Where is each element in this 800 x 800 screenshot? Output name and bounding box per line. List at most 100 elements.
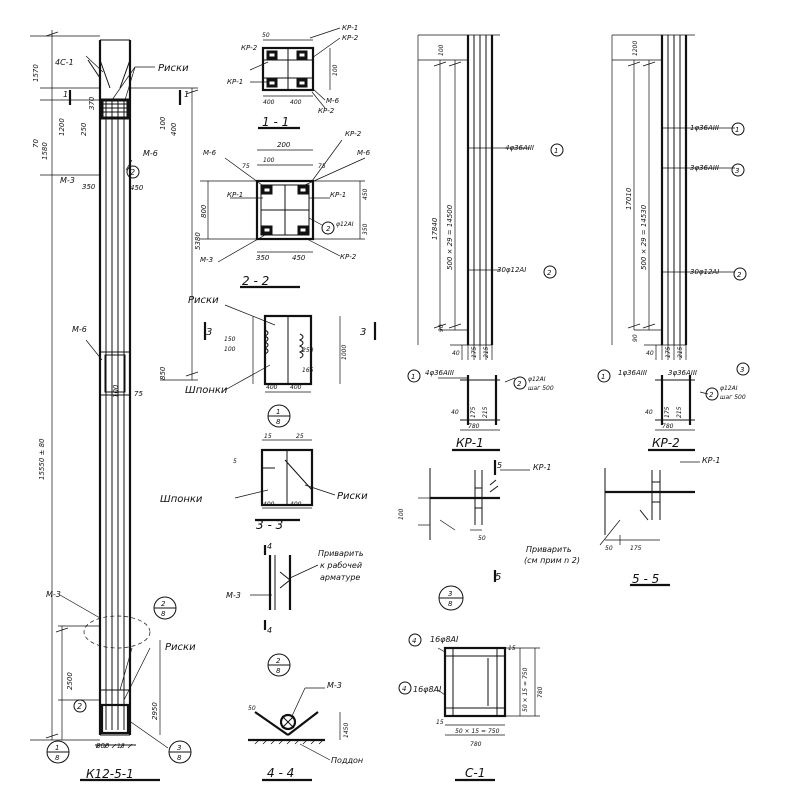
kr1-bar-1: 4φ36AIII [505,144,534,152]
s5-dim-50: 50 [478,535,486,542]
s5-dim-100: 100 [398,508,405,520]
kr2-sec-bar-1: 1φ36AIII [618,369,647,377]
s44-dim-50: 50 [248,705,256,712]
s44-poddon: Поддон [331,756,363,765]
section-3-3: Риски Шпонки 3 3 1000 150 100 250 165 40… [185,295,377,428]
kr1-title: КР-1 [456,436,484,450]
d3-dim-400b: 400 [290,501,302,508]
c1-mesh: 4 4 16φ8AI 16φ8AI 50 × 15 = 750 780 50 ×… [398,633,544,782]
d3-risks: Риски [337,491,368,502]
kr1-sec-dim-40: 40 [451,409,459,416]
dim-1200: 1200 [58,118,66,136]
c1-dim-pitch-v: 50 × 15 = 750 [522,667,529,712]
kr2-circ-2: 2 [737,271,742,279]
kr1-sec-circ-2: 2 [517,380,522,388]
s33-dim-165: 165 [302,367,314,374]
kr1-dim-90: 90 [438,324,445,332]
s22-dim-75b: 75 [318,163,326,170]
kr1-sec-circ-1: 1 [411,373,415,381]
s5-dim-50b: 50 [605,545,613,552]
c1-bar-4: 16φ8AI [430,635,459,644]
risks-bottom-label: Риски [165,642,196,653]
sec-1-left: 1 [63,90,68,99]
s11-dim-50: 50 [262,32,270,39]
kr2-sec-circ-3: 3 [740,366,744,374]
s11-m6: М-6 [326,97,340,105]
column-title: К12-5-1 [86,767,134,781]
d3-dim-15: 15 [264,433,272,440]
kr2-sec-circ-1: 1 [601,373,605,381]
s44-sec-4-bottom: 4 [267,626,272,635]
dim-350: 350 [82,183,96,191]
s5-weld-2: (см прим n 2) [524,556,580,565]
dim-800: 800 [96,742,110,750]
s22-m6-right: М-6 [357,149,371,157]
ref-2-8-num: 2 [161,600,166,608]
s33-title: 3 - 3 [256,518,283,532]
kr2-bar-3: 3φ36AIII [690,164,719,172]
sec-1-right: 1 [184,90,189,99]
s22-m6-left: М-6 [203,149,217,157]
dim-total: 15550 ± 80 [38,438,46,480]
kr2-circ-1: 1 [735,126,739,134]
d3-ref-num: 2 [276,657,281,665]
m6-top-label: М-6 [143,149,158,158]
kr2-dim-175: 175 [665,346,672,358]
kr1-circ-2: 2 [547,269,552,277]
kr1-bar-2: 30φ12AI [497,266,526,274]
c1-dim-pitch: 50 × 15 = 750 [455,728,500,735]
detail-3: Шпонки Риски 15 25 400 400 5 3 - 3 2 8 [160,433,368,677]
s22-title: 2 - 2 [242,274,269,288]
s33-dim-100: 100 [224,346,236,353]
kr2-sec-bar-2b: шаг 500 [720,394,746,401]
s22-dim-450v: 450 [362,188,369,200]
c1-title: С-1 [465,766,485,780]
c1-circ-4: 4 [412,637,416,645]
kr1-sec-dim-215: 215 [482,406,489,418]
kr2-dim-780: 780 [662,423,674,430]
s5-weld-1: Приварить [526,545,572,554]
s22-dim-800: 800 [200,204,208,218]
s22-dim-75a: 75 [242,163,250,170]
s44-weld-1: Приварить [318,549,364,558]
s5-dim-175: 175 [630,545,642,552]
s33-dim-150: 150 [224,336,236,343]
c1-dim-15b: 15 [436,719,444,726]
s33-dim-400: 400 [266,384,278,391]
kr1-dim-780: 780 [468,423,480,430]
dim-450: 450 [130,184,144,192]
s11-dim-400b: 400 [290,99,302,106]
d3-dim-5: 5 [233,458,237,465]
kr2-dim-pitch: 500 × 29 = 14530 [640,204,648,270]
s33-dim-400b: 400 [290,384,302,391]
kr1-dim-pitch: 500 × 29 = 14500 [446,204,454,270]
kr2-bar-1: 1φ36AIII [690,124,719,132]
s44-weld-3: арматуре [320,573,360,582]
s11-kr2-left: КР-2 [241,44,258,52]
kr2-title: КР-2 [652,436,680,450]
kr1-sec-bar-2b: шаг 500 [528,385,554,392]
s5-sec-5-top: 5 [497,461,502,470]
kr2-cage: 1φ36AIII 3φ36AIII 30φ12AI 1 3 2 17010 50… [597,34,750,452]
kr2-dim-215: 215 [677,346,684,358]
s11-kr2-top: КР-2 [342,34,359,42]
kr2-dim-90: 90 [632,334,639,342]
c1-dim-780-v: 780 [537,686,544,698]
s44-title: 4 - 4 [267,766,294,780]
section-4-4: 4 4 М-3 Приварить к рабочей арматуре М-3… [226,542,364,782]
ref-3-8-den: 8 [177,754,182,762]
kr2-sec-bar-3: 3φ36AIII [668,369,697,377]
d3-shponki: Шпонки [160,494,203,505]
s33-sec-3-right: 3 [360,327,366,338]
s22-dim-200: 200 [277,141,291,149]
s33-risks: Риски [188,295,219,306]
section-5-detail: 5 5 КР-1 100 50 3 8 [398,460,551,611]
ref-1-8-num: 1 [55,744,59,752]
s22-kr1-right: КР-1 [330,191,346,199]
ref-1-8-den: 8 [55,754,60,762]
dim-2500: 2500 [66,672,74,690]
s33-shponki: Шпонки [185,385,228,396]
kr2-dim-1200: 1200 [632,41,639,56]
ref-3-8-num: 3 [177,744,181,752]
s11-title: 1 - 1 [262,115,289,129]
